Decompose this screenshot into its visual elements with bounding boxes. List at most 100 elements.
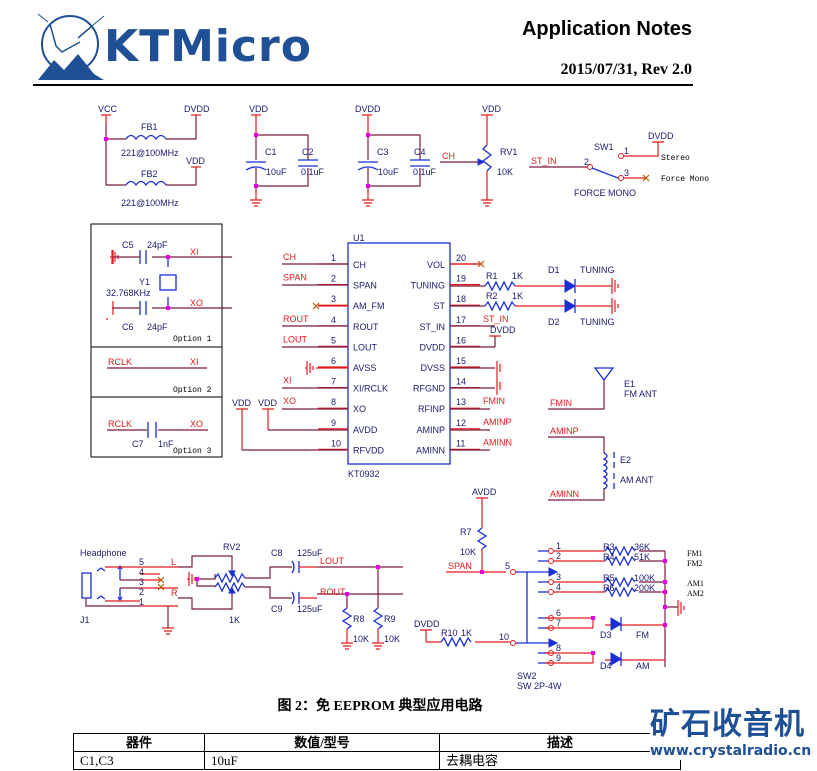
c3-value: 10uF xyxy=(378,167,399,177)
u1-pin-number: 18 xyxy=(456,294,466,304)
u1-pin-number: 8 xyxy=(331,397,336,407)
vcc-label: VCC xyxy=(98,104,118,114)
document-title: Application Notes xyxy=(521,18,692,40)
r2-ref: R2 xyxy=(486,291,498,301)
fb1-ref: FB1 xyxy=(141,122,158,132)
u1-pin-name: VOL xyxy=(427,260,445,270)
fb2-ref: FB2 xyxy=(141,169,158,179)
bom-header-value: 数值/型号 xyxy=(204,733,440,752)
bom-cell-value: 10uF xyxy=(204,751,440,770)
r10-value: 1K xyxy=(461,628,472,638)
sw1-title: FORCE MONO xyxy=(574,188,636,198)
u1-pin-number: 9 xyxy=(331,418,336,428)
rclk-net-label: RCLK xyxy=(108,419,132,429)
dvdd-label: DVDD xyxy=(490,325,516,335)
c7-ref: C7 xyxy=(132,439,144,449)
c2-value: 0.1uF xyxy=(301,167,325,177)
fm2-label: FM2 xyxy=(687,559,703,568)
rclk-net-label: RCLK xyxy=(108,357,132,367)
j1-pin-4: 4 xyxy=(139,567,144,577)
u1-net-label: FMIN xyxy=(483,396,505,406)
fb1-value: 221@100MHz xyxy=(121,148,179,158)
d3-ref: D3 xyxy=(600,630,612,640)
y1-value: 32.768KHz xyxy=(106,288,151,298)
j1-pin-1: 1 xyxy=(139,597,144,607)
avdd-label: AVDD xyxy=(472,487,497,497)
u1-pin-number: 15 xyxy=(456,356,466,366)
u1-pin-number: 7 xyxy=(331,377,336,387)
u1-net-label: AMINP xyxy=(483,417,512,427)
vdd-label: VDD xyxy=(186,156,206,166)
d2-label: TUNING xyxy=(580,317,615,327)
u1-pin-number: 2 xyxy=(331,274,336,284)
headphone-output-block: Headphone J1 5 4 3 2 1 L R RV2 1K C8 125… xyxy=(80,542,403,650)
stereo-label: Stereo xyxy=(661,154,690,163)
sw1-force-mono-switch: ST_IN SW1 2 1 3 DVDD Stereo Force Mono F… xyxy=(529,131,709,198)
r1-value: 1K xyxy=(512,271,523,281)
u1-pin-number: 10 xyxy=(331,438,341,448)
u1-pin-name: AVDD xyxy=(353,425,378,435)
u1-net-label: XI xyxy=(283,376,292,386)
rv1-ref: RV1 xyxy=(500,147,517,157)
header-divider xyxy=(33,84,693,86)
sw2-part: SW 2P-4W xyxy=(517,681,562,690)
r9-ref: R9 xyxy=(384,614,396,624)
sw2-contact-number: 4 xyxy=(556,582,561,592)
u1-pin-number: 14 xyxy=(456,377,466,387)
headphone-label: Headphone xyxy=(80,548,127,558)
c8-ref: C8 xyxy=(271,548,283,558)
r5-value: 100K xyxy=(634,573,655,583)
c5-ref: C5 xyxy=(122,240,134,250)
c2-ref: C2 xyxy=(302,147,314,157)
vdd-label: VDD xyxy=(232,398,252,408)
sw1-pin3: 3 xyxy=(624,168,629,178)
sw1-pin1: 1 xyxy=(624,146,629,156)
vdd-label: VDD xyxy=(258,398,278,408)
vdd-label: VDD xyxy=(249,104,269,114)
watermark-url[interactable]: www.crystalradio.cn xyxy=(650,743,812,759)
right-channel-label: R xyxy=(171,588,178,598)
d4-ref: D4 xyxy=(600,661,612,671)
e2-label: AM ANT xyxy=(620,475,654,485)
u1-pin-name: AMINP xyxy=(416,425,445,435)
sw2-pin-10: 10 xyxy=(499,632,509,642)
u1-pin-number: 3 xyxy=(331,294,336,304)
c1-ref: C1 xyxy=(265,147,277,157)
rv2-value: 1K xyxy=(229,615,240,625)
u1-pin-name: XI/RCLK xyxy=(353,384,388,394)
ktmicro-logo-icon xyxy=(37,13,105,80)
d1-label: TUNING xyxy=(580,265,615,275)
fmin-net-label: FMIN xyxy=(550,398,572,408)
u1-pin-name: AVSS xyxy=(353,363,376,373)
bom-cell-component: C1,C3 xyxy=(73,751,205,770)
u1-pin-number: 4 xyxy=(331,315,336,325)
table-row: C1,C3 10uF 去耦电容 xyxy=(73,751,681,770)
sw2-contact-number: 3 xyxy=(556,572,561,582)
u1-pin-number: 16 xyxy=(456,335,466,345)
u1-pin-name: RFGND xyxy=(413,384,445,394)
u1-net-label: CH xyxy=(283,252,296,262)
aminp-net-label: AMINP xyxy=(550,426,579,436)
u1-pin-number: 13 xyxy=(456,397,466,407)
antenna-block: E1 FM ANT FMIN AMINP E2 AM ANT AMINN xyxy=(548,367,658,501)
e2-ref: E2 xyxy=(620,455,631,465)
r8-ref: R8 xyxy=(353,614,365,624)
r8-value: 10K xyxy=(353,634,369,644)
sw2-band-switch-block: AVDD R7 10K SPAN 5 10 DVDD R10 1K SW2 SW… xyxy=(414,487,704,690)
c3-ref: C3 xyxy=(377,147,389,157)
r6-value: 200K xyxy=(634,583,655,593)
d4-label: AM xyxy=(636,661,650,671)
r10-ref: R10 xyxy=(441,628,458,638)
dvdd-label: DVDD xyxy=(355,104,381,114)
u1-pin-name: ST_IN xyxy=(419,322,445,332)
d1-ref: D1 xyxy=(548,265,560,275)
r3-value: 36K xyxy=(634,542,650,552)
r3-ref: R3 xyxy=(603,542,615,552)
schematic-diagram: VCC DVDD VDD FB1 221@100MHz FB2 221@100M… xyxy=(80,104,709,690)
c5-value: 24pF xyxy=(147,240,168,250)
u1-pin-name: DVSS xyxy=(420,363,445,373)
r4-ref: R4 xyxy=(603,552,615,562)
j1-ref: J1 xyxy=(80,615,90,625)
xo-net-label: XO xyxy=(190,419,203,429)
clock-options-block: C5 24pF Y1 32.768KHz C6 24pF XI XO Optio… xyxy=(90,223,232,458)
